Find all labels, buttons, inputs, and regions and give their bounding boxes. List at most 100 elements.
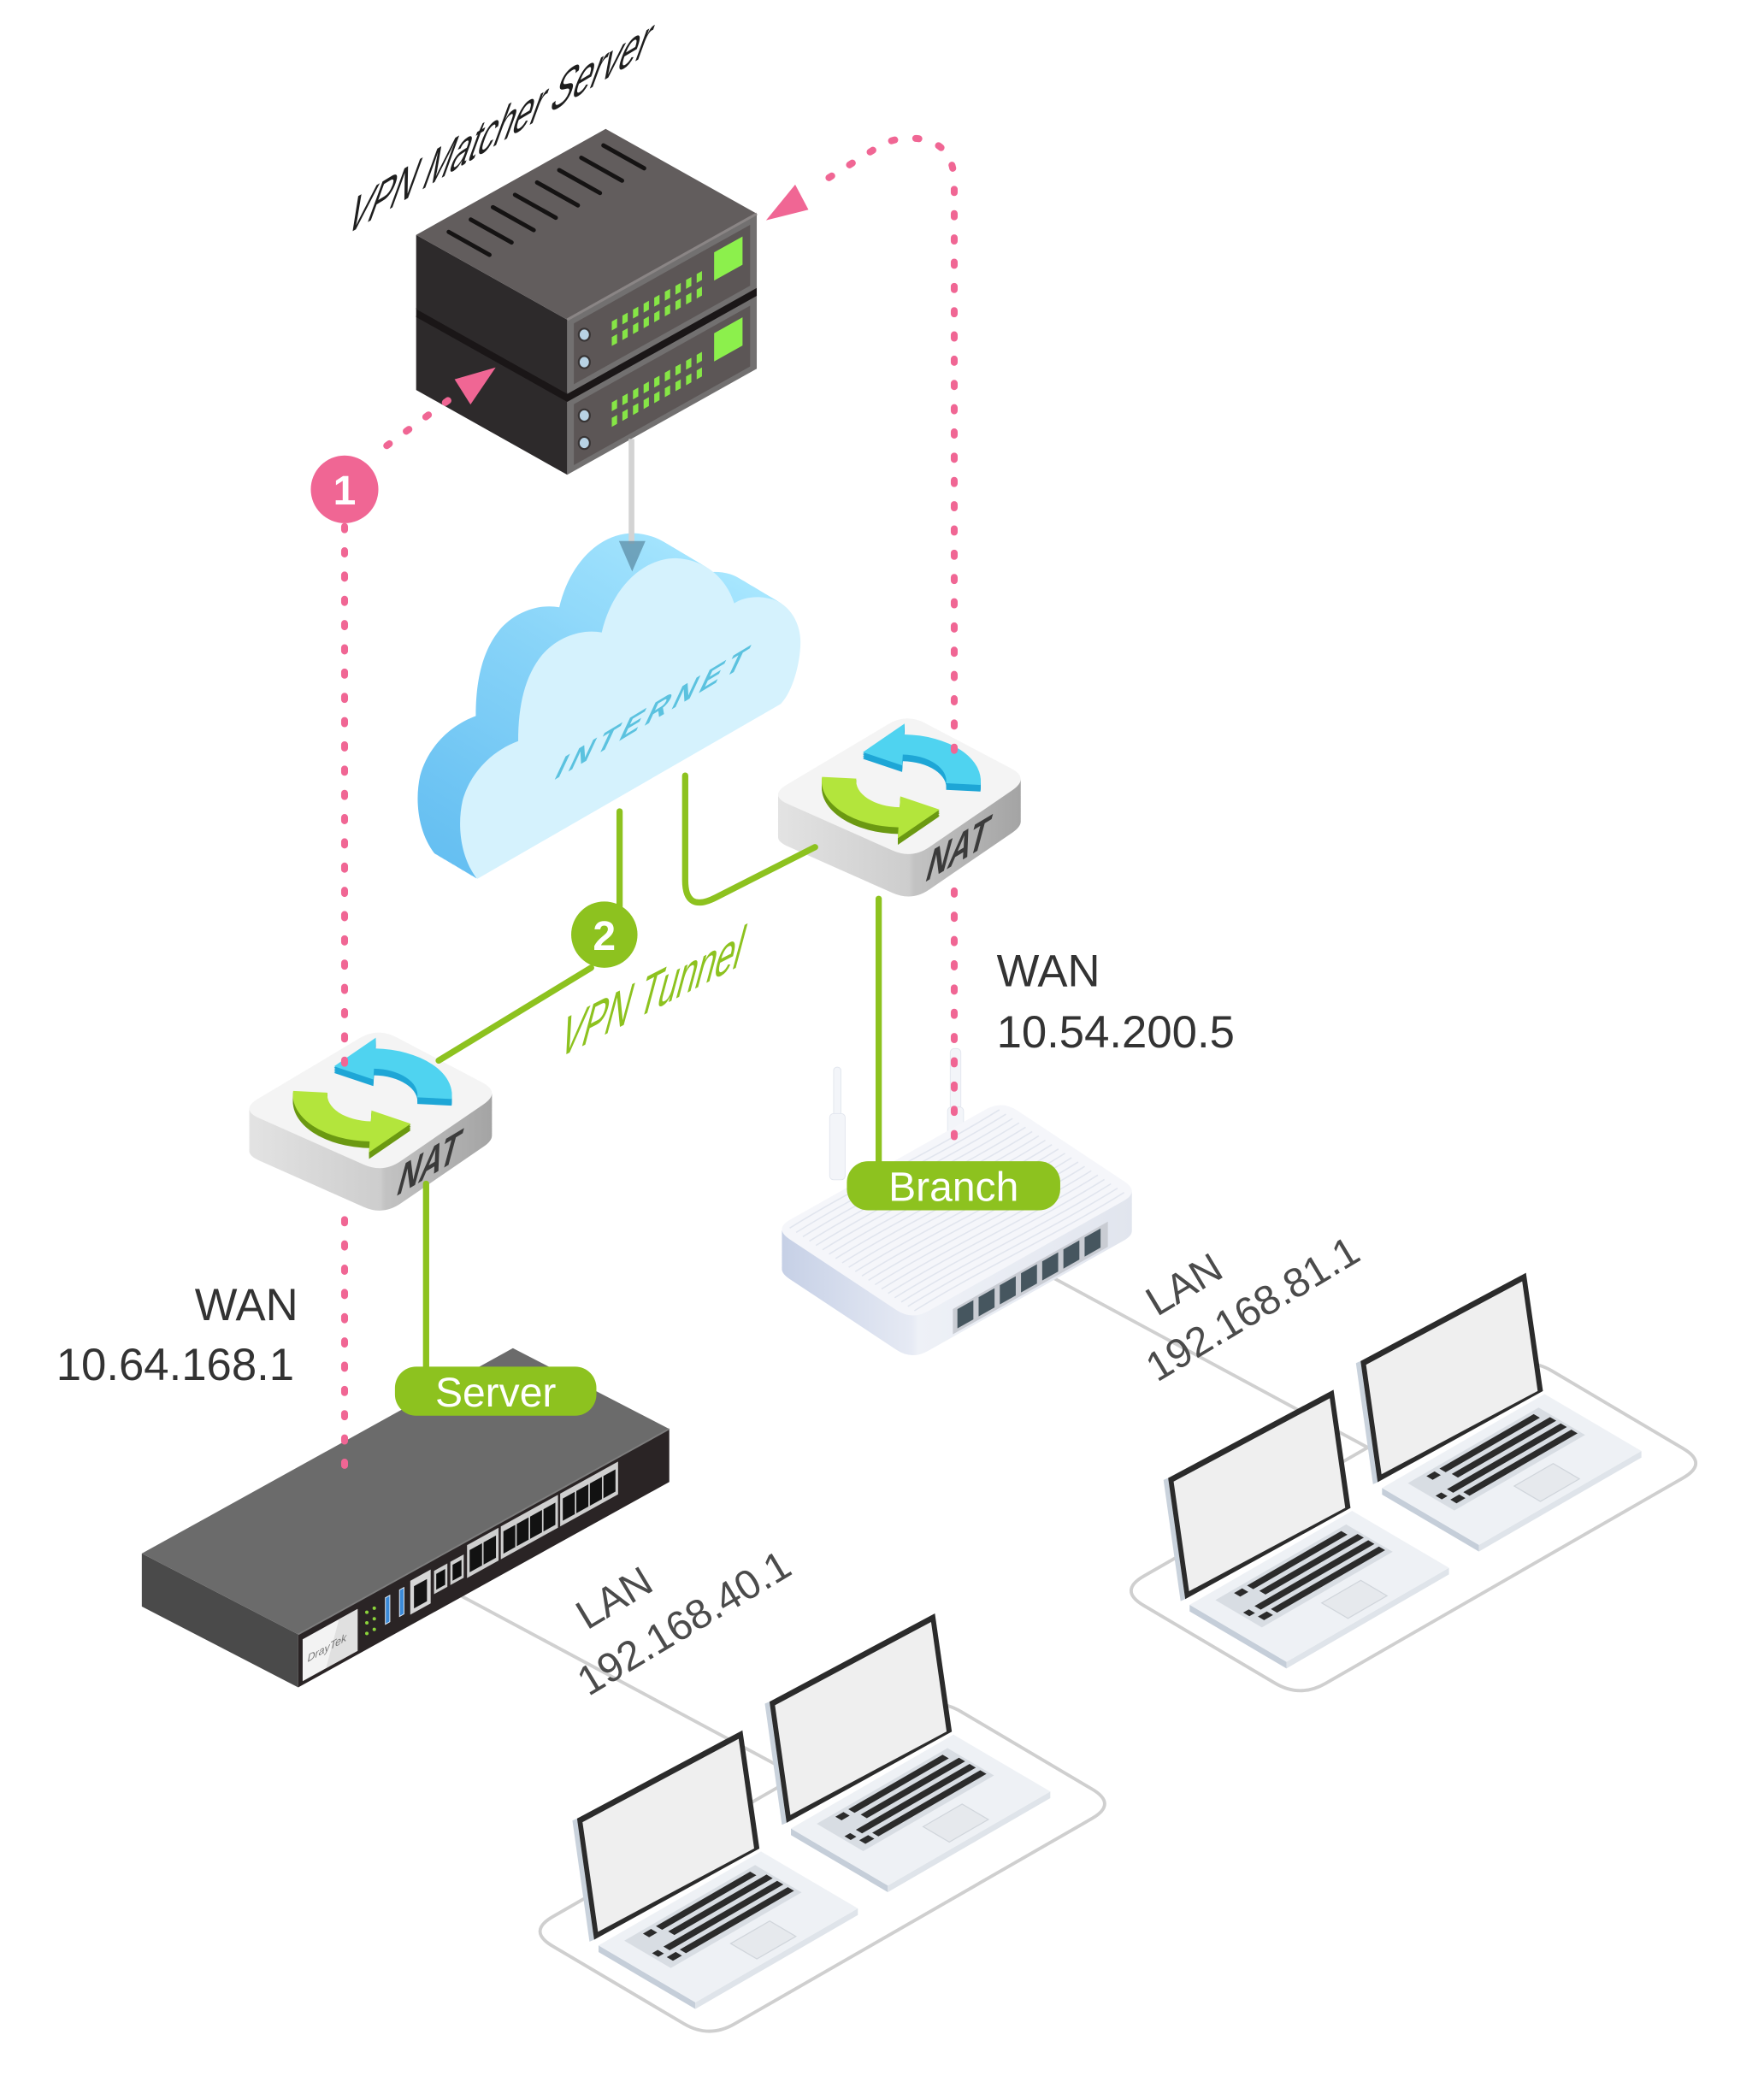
status-led-icon [696, 351, 702, 364]
keyboard-key-row [844, 1832, 857, 1840]
server-lan-clients [572, 1613, 1051, 2009]
rack-bevel-edge [566, 212, 758, 321]
step-marker-number: 2 [593, 914, 616, 959]
status-led-icon [643, 397, 649, 410]
status-led-icon [622, 312, 628, 325]
trackpad [1513, 1462, 1581, 1502]
status-led-icon [633, 387, 639, 400]
cloud-to-branch-nat-link [681, 772, 818, 906]
keyboard-key-row [872, 1770, 987, 1837]
status-led-icon [696, 271, 702, 283]
step-marker-2: 2 [571, 901, 638, 968]
rack-front-panel [574, 305, 751, 465]
rack-vent-slot [557, 168, 603, 196]
laptop-base-front-side [695, 1908, 858, 2009]
status-led-icon [622, 327, 628, 340]
laptop [1355, 1272, 1642, 1552]
power-button-icon [577, 355, 591, 369]
step-marker-circle [571, 901, 638, 968]
rack-vent-slot [469, 217, 514, 245]
device-edge [298, 1428, 670, 1636]
keyboard-key-row [1234, 1588, 1248, 1597]
keyboard-key-row [666, 1951, 682, 1961]
ethernet-port-icon [1041, 1252, 1059, 1281]
keyboard-key-row [668, 1874, 773, 1936]
status-led-icon [675, 298, 681, 311]
status-led-icon [664, 385, 670, 398]
status-led-icon [664, 288, 670, 301]
laptop-lid-edge [572, 1818, 594, 1942]
server-nat-device [249, 1032, 493, 1211]
status-led-icon [365, 1610, 369, 1614]
keyboard-key-row [1447, 1423, 1567, 1493]
server-router-device [141, 1348, 670, 1688]
server-lan-cable [460, 1594, 796, 1777]
internet-cloud [417, 533, 801, 880]
rack-vent-slot [534, 180, 581, 208]
sfp-port-icon [452, 1560, 462, 1581]
status-led-icon [675, 363, 681, 376]
keyboard-key-row [1259, 1534, 1364, 1595]
keyboard-key-row [855, 1764, 976, 1834]
router-vent-stripe [881, 1170, 1092, 1290]
step-marker-1: 1 [310, 455, 379, 523]
server-signal-diagonal [369, 397, 451, 460]
status-led-icon [611, 399, 617, 411]
branch-nat-device [777, 718, 1021, 897]
keyboard-key-row [1247, 1530, 1348, 1589]
keyboard-key-row [679, 1887, 794, 1954]
status-led-icon [622, 409, 628, 422]
status-led-icon [696, 286, 702, 299]
signal-arrowhead-icon [454, 367, 496, 405]
ethernet-port-icon [978, 1288, 995, 1317]
ethernet-port-icon [576, 1484, 589, 1513]
laptop-screen [582, 1738, 754, 1932]
ethernet-port-icon [529, 1510, 542, 1539]
ethernet-port-icon [469, 1542, 482, 1572]
router-vent-stripe [888, 1174, 1099, 1295]
laptop-base-front-side [1478, 1450, 1642, 1552]
keyboard-key-row [1426, 1471, 1441, 1480]
keyboard-key-row [1258, 1611, 1273, 1620]
vpn-tunnel-links [422, 772, 882, 1373]
status-led-icon [365, 1621, 369, 1625]
keyboard-key-row [663, 1880, 784, 1950]
keyboard-key-row [1439, 1413, 1540, 1472]
device-top-face [141, 1348, 670, 1635]
laptop-screen [1366, 1281, 1538, 1475]
keyboard-area [624, 1865, 802, 1968]
laptop-base-front-side [888, 1791, 1051, 1892]
status-led-icon [643, 381, 649, 394]
keyboard-key-row [1435, 1492, 1448, 1500]
status-led-icon [664, 304, 670, 316]
usb-port-icon [398, 1586, 404, 1618]
keyboard-key-row [642, 1928, 658, 1937]
router-vent-stripe [907, 1187, 1118, 1307]
trackpad [1320, 1579, 1389, 1619]
router-vent-stripe [900, 1182, 1112, 1303]
laptop-lid-edge [1355, 1360, 1378, 1484]
router-vent-stripe [894, 1178, 1106, 1299]
branch-badge-label: Branch [888, 1165, 1018, 1211]
keyboard-key-row [1463, 1430, 1578, 1496]
branch-badge: Branch [847, 1161, 1060, 1211]
signal-arrowhead-icon [765, 184, 809, 221]
keyboard-key-row [835, 1812, 850, 1821]
matcher-internet-uplink [618, 439, 646, 572]
nat-arrow-green-icon [292, 1090, 411, 1153]
usb-port-icon [385, 1594, 391, 1625]
status-led-icon [654, 375, 660, 388]
server-wan-ip: 10.64.168.1 [56, 1340, 294, 1390]
status-led-icon [611, 415, 617, 428]
keyboard-key-row [858, 1835, 875, 1844]
status-led-icon [611, 318, 617, 331]
rack-left-side [416, 316, 568, 475]
keyboard-area [1407, 1407, 1585, 1511]
vpn-matcher-server [416, 128, 758, 475]
status-led-icon [696, 367, 702, 380]
keyboard-key-row [1271, 1546, 1385, 1613]
status-led-icon [633, 306, 639, 319]
laptop [572, 1730, 858, 2009]
power-button-icon [577, 327, 591, 342]
